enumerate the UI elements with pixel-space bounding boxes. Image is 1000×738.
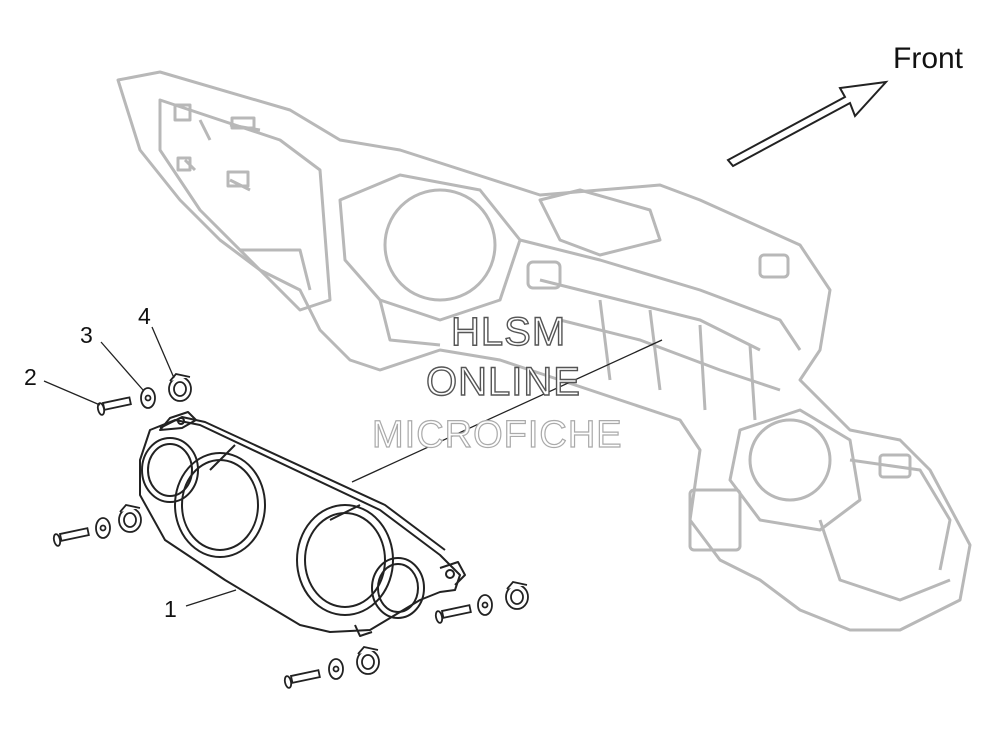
washer-4 bbox=[328, 658, 344, 680]
watermark-line-1: HLSM bbox=[450, 309, 567, 354]
front-direction-arrow-icon bbox=[726, 80, 889, 168]
screw-4 bbox=[283, 669, 321, 689]
leader-line-2 bbox=[43, 380, 101, 406]
grommet-3 bbox=[505, 581, 529, 610]
watermark-line-3: MICROFICHE bbox=[371, 413, 623, 456]
screw-1 bbox=[96, 396, 132, 416]
grommet-2 bbox=[118, 504, 142, 533]
washers-part-3 bbox=[95, 387, 493, 680]
instrument-cluster-part-1 bbox=[139, 411, 466, 637]
front-frame-assembly bbox=[116, 70, 972, 632]
washer-2 bbox=[95, 517, 111, 539]
grommets-part-4 bbox=[118, 373, 529, 675]
leader-line-assembly bbox=[351, 339, 663, 483]
screws-part-2 bbox=[52, 396, 472, 689]
leader-line-1 bbox=[185, 589, 237, 607]
washer-1 bbox=[140, 387, 156, 409]
grommet-1 bbox=[168, 373, 192, 402]
callout-2: 2 bbox=[24, 364, 37, 390]
leader-lines bbox=[43, 326, 663, 607]
grommet-4 bbox=[356, 646, 380, 675]
front-direction-label: Front bbox=[893, 42, 964, 75]
screw-2 bbox=[52, 527, 90, 547]
leader-line-4 bbox=[151, 326, 175, 379]
washer-3 bbox=[477, 594, 493, 616]
screw-3 bbox=[434, 604, 472, 624]
callout-1: 1 bbox=[164, 596, 177, 622]
leader-line-3 bbox=[100, 341, 144, 391]
watermark-line-2: ONLINE bbox=[425, 359, 581, 404]
callout-4: 4 bbox=[138, 303, 151, 329]
callout-3: 3 bbox=[80, 322, 93, 348]
